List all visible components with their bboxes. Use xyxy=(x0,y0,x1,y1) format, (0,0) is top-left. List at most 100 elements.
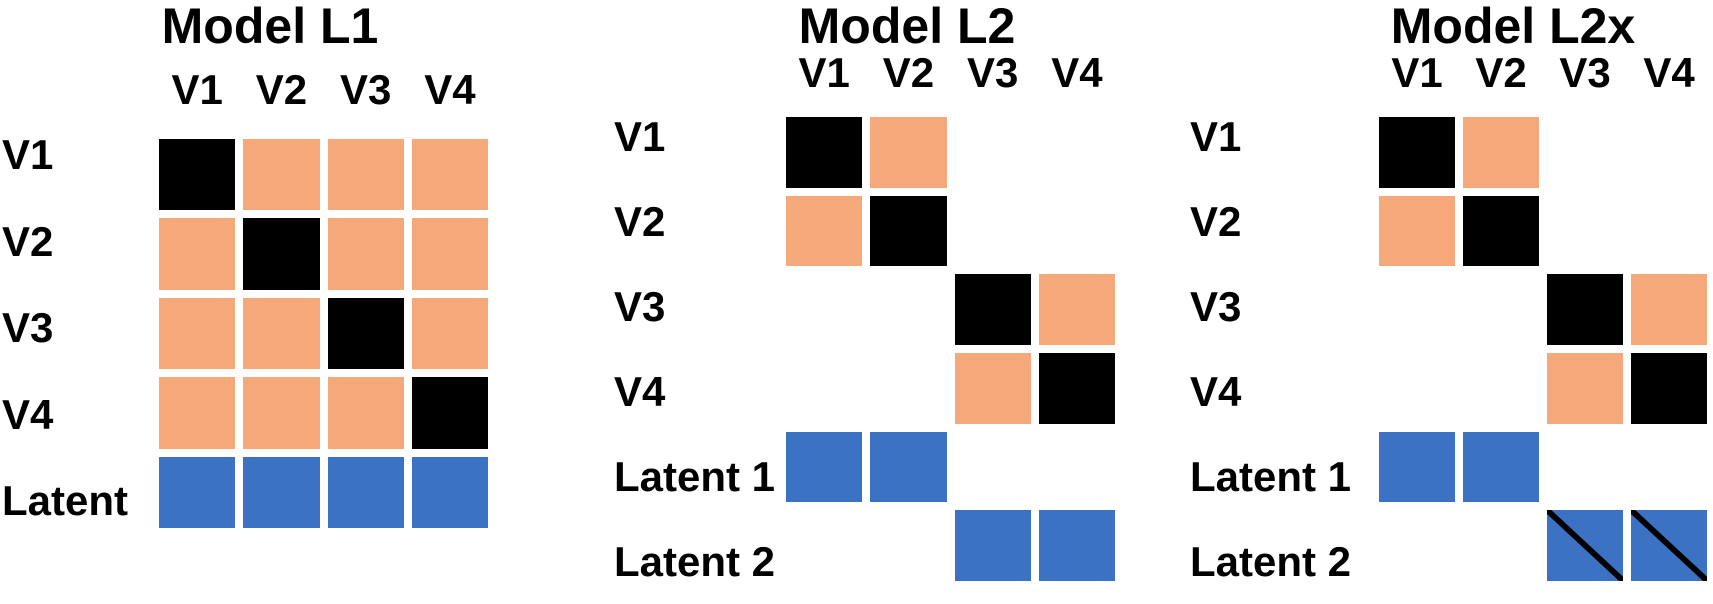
cell-v3-v2 xyxy=(1463,274,1539,345)
cell-v4-v4 xyxy=(1038,352,1115,424)
cell-v4-v2 xyxy=(870,352,947,424)
cell-v3-v1 xyxy=(159,297,236,370)
col-header-v1: V1 xyxy=(1391,49,1443,96)
cell-latent-2-v1 xyxy=(1379,510,1455,581)
row-label-v2: V2 xyxy=(614,197,666,245)
row-label-v2: V2 xyxy=(1190,197,1242,245)
cell-v4-v1 xyxy=(159,377,236,449)
cell-v3-v3 xyxy=(1547,274,1623,345)
cell-v1-v4 xyxy=(411,139,488,211)
cell-v4-v1 xyxy=(786,352,863,424)
cell-latent-1-v3 xyxy=(954,431,1031,503)
row-label-v1: V1 xyxy=(2,131,54,179)
cell-latent-1-v1 xyxy=(1379,431,1455,503)
cell-v2-v2 xyxy=(243,218,320,290)
col-header-v4: V4 xyxy=(424,66,476,113)
col-header-v2: V2 xyxy=(1475,49,1527,96)
cell-v2-v2 xyxy=(1463,195,1539,267)
col-header-v4: V4 xyxy=(1643,49,1695,96)
cell-v3-v1 xyxy=(786,274,863,345)
cell-v4-v4 xyxy=(411,377,488,449)
cell-v2-v3 xyxy=(1547,195,1623,267)
col-header-v2: V2 xyxy=(255,66,308,113)
cell-v2-v3 xyxy=(954,195,1031,267)
row-label-v2: V2 xyxy=(2,217,54,265)
matrix-grid xyxy=(1374,112,1712,586)
cell-v1-v1 xyxy=(1379,117,1455,188)
cell-v1-v3 xyxy=(1547,117,1623,188)
cell-v4-v3 xyxy=(327,377,404,449)
cell-v3-v4 xyxy=(1038,274,1115,345)
row-label-latent-2: Latent 2 xyxy=(1190,537,1352,585)
cell-v3-v2 xyxy=(243,297,320,370)
cell-v4-v3 xyxy=(1547,352,1623,424)
row-label-v3: V3 xyxy=(1190,282,1242,330)
cell-latent-2-v3 xyxy=(1547,510,1623,581)
cell-latent-1-v3 xyxy=(1547,431,1623,503)
cell-v4-v1 xyxy=(1379,352,1455,424)
cell-v4-v2 xyxy=(1463,352,1539,424)
cell-v1-v1 xyxy=(786,117,863,188)
cell-latent-1-v2 xyxy=(1463,431,1539,503)
cell-v2-v2 xyxy=(870,195,947,267)
cell-v2-v4 xyxy=(1631,195,1707,267)
cell-v3-v2 xyxy=(870,274,947,345)
cell-latent-v4 xyxy=(411,456,488,528)
cell-v1-v2 xyxy=(870,117,947,188)
cell-latent-2-v1 xyxy=(786,510,863,581)
row-label-v3: V3 xyxy=(614,282,666,330)
cell-v2-v3 xyxy=(327,218,404,290)
cell-latent-1-v1 xyxy=(786,431,863,503)
row-label-v1: V1 xyxy=(1190,112,1242,160)
diagonal-slash-icon xyxy=(1631,510,1707,581)
cell-v3-v3 xyxy=(954,274,1031,345)
col-header-v4: V4 xyxy=(1051,49,1103,96)
row-label-latent-1: Latent 1 xyxy=(614,452,776,500)
cell-latent-2-v2 xyxy=(870,510,947,581)
cell-v3-v4 xyxy=(1631,274,1707,345)
cell-latent-2-v2 xyxy=(1463,510,1539,581)
cell-v2-v4 xyxy=(1038,195,1115,267)
cell-latent-1-v4 xyxy=(1631,431,1707,503)
cell-v2-v1 xyxy=(786,195,863,267)
cell-latent-2-v4 xyxy=(1038,510,1115,581)
cell-v4-v3 xyxy=(954,352,1031,424)
cell-v1-v2 xyxy=(243,139,320,211)
cell-v1-v3 xyxy=(954,117,1031,188)
cell-v1-v4 xyxy=(1631,117,1707,188)
column-headers: V1 V2 V3 V4 xyxy=(1374,51,1712,95)
col-header-v3: V3 xyxy=(966,49,1019,96)
row-label-latent: Latent xyxy=(2,477,128,525)
col-header-v3: V3 xyxy=(1559,49,1611,96)
row-label-v4: V4 xyxy=(614,367,666,415)
row-label-v1: V1 xyxy=(614,112,666,160)
cell-v2-v4 xyxy=(411,218,488,290)
row-label-v3: V3 xyxy=(2,304,54,352)
cell-latent-1-v2 xyxy=(870,431,947,503)
row-label-latent-2: Latent 2 xyxy=(614,537,776,585)
row-label-v4: V4 xyxy=(1190,367,1242,415)
row-label-latent-1: Latent 1 xyxy=(1190,452,1352,500)
model-title-l2x: Model L2x xyxy=(1390,0,1636,54)
cell-v3-v3 xyxy=(327,297,404,370)
cell-latent-v1 xyxy=(159,456,236,528)
cell-v2-v1 xyxy=(1379,195,1455,267)
model-title-l2: Model L2 xyxy=(798,0,1016,54)
col-header-v3: V3 xyxy=(339,66,392,113)
cell-v1-v3 xyxy=(327,139,404,211)
model-title-l1: Model L1 xyxy=(161,0,379,54)
diagonal-slash-icon xyxy=(1547,510,1623,581)
cell-v4-v4 xyxy=(1631,352,1707,424)
cell-v4-v2 xyxy=(243,377,320,449)
cell-latent-2-v4 xyxy=(1631,510,1707,581)
matrix-grid xyxy=(154,134,493,533)
